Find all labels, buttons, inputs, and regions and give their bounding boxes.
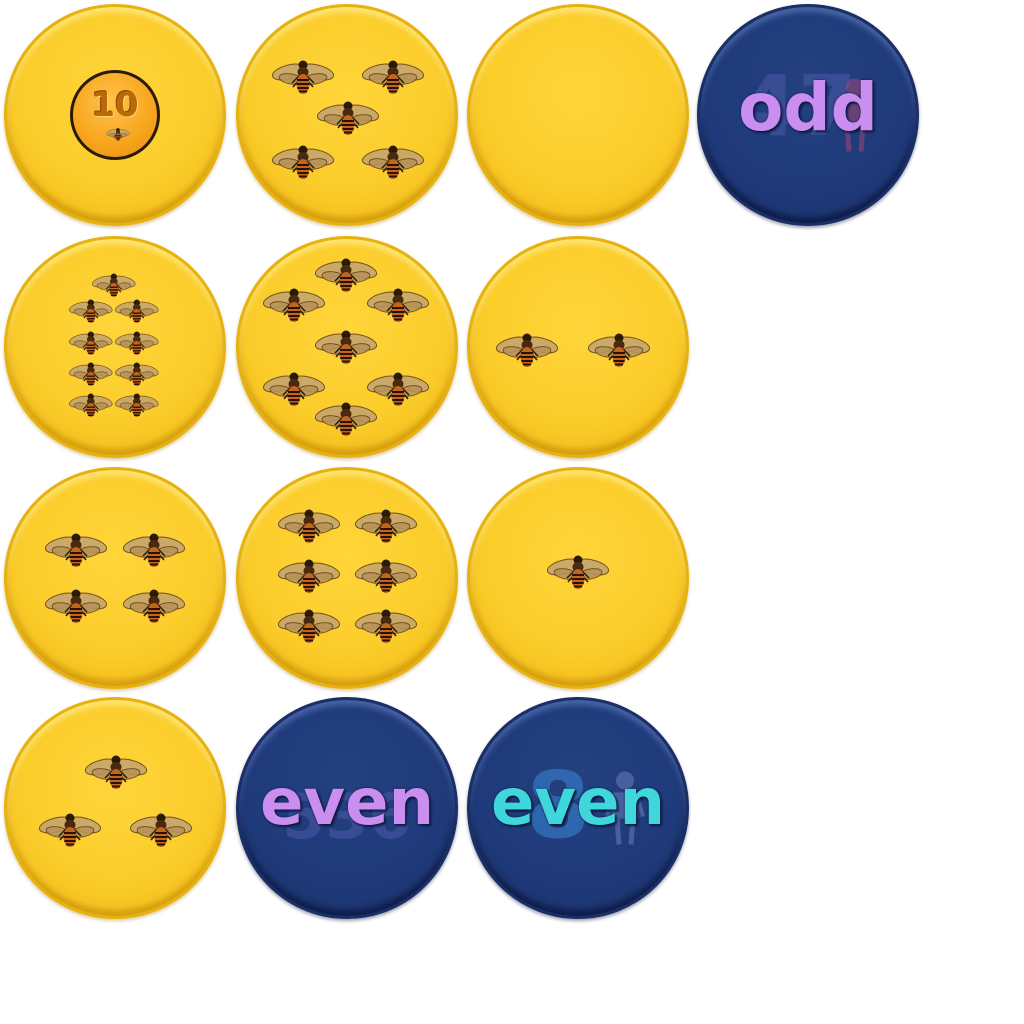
bee-icon: [113, 389, 161, 420]
token-number: 536: [282, 780, 412, 853]
token-bees[interactable]: [236, 467, 458, 689]
bee-icon: [67, 358, 115, 389]
bee-icon: [314, 95, 382, 139]
bee-icon: [312, 324, 380, 368]
bee-icon: [67, 389, 115, 420]
bee-icon: [67, 327, 115, 358]
bee-icon: [544, 549, 612, 593]
bee-icon: [36, 807, 104, 851]
token-bees[interactable]: [4, 467, 226, 689]
bee-icon: [275, 603, 343, 647]
bee-icon: [42, 527, 110, 571]
token-bees[interactable]: [236, 236, 458, 458]
coin-value: 10: [91, 85, 139, 125]
bee-icon: [312, 396, 380, 440]
bee-icon: [352, 503, 420, 547]
bee-icon: [113, 327, 161, 358]
bee-icon: [359, 139, 427, 183]
bee-icon: [269, 139, 337, 183]
token-number: 8: [525, 752, 590, 859]
bee-icon: [493, 327, 561, 371]
bee-icon: [275, 553, 343, 597]
bee-icon: [364, 282, 432, 326]
token-empty[interactable]: [467, 4, 689, 226]
bee-icon: [359, 54, 427, 98]
token-number: 47: [739, 57, 857, 155]
bee-icon: [585, 327, 653, 371]
coin-badge: 10: [70, 70, 160, 160]
bee-icon: [67, 295, 115, 326]
token-bees[interactable]: [467, 236, 689, 458]
token-bees[interactable]: [467, 467, 689, 689]
word-odd: odd: [738, 69, 878, 146]
token-bees[interactable]: [4, 697, 226, 919]
bee-icon: [113, 295, 161, 326]
token-coin[interactable]: 10: [4, 4, 226, 226]
bee-icon: [42, 583, 110, 627]
bee-icon: [269, 54, 337, 98]
bee-icon: [127, 807, 195, 851]
bee-icon: [105, 123, 131, 145]
bee-icon: [352, 553, 420, 597]
word-even: even: [490, 766, 666, 840]
bee-icon: [113, 358, 161, 389]
bee-icon: [120, 583, 188, 627]
bee-icon: [352, 603, 420, 647]
bee-icon: [82, 749, 150, 793]
token-bees[interactable]: [4, 236, 226, 458]
bee-icon: [275, 503, 343, 547]
bee-icon: [260, 282, 328, 326]
bee-icon: [120, 527, 188, 571]
token-bees[interactable]: [236, 4, 458, 226]
word-even: even: [259, 766, 435, 840]
